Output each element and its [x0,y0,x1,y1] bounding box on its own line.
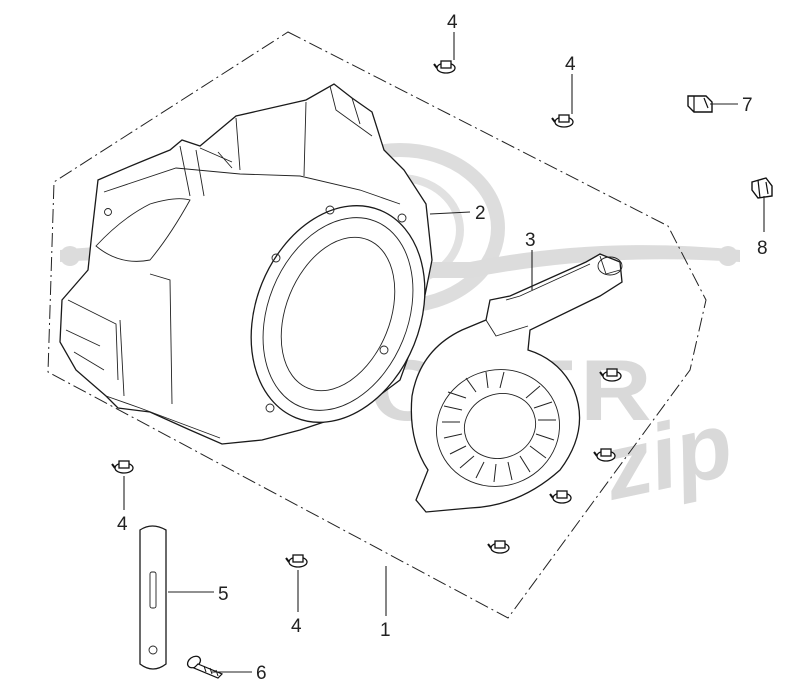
callouts: 4 4 7 8 2 3 4 1 4 5 6 [117,12,768,684]
flange-bolt-icon [111,460,134,474]
callout-2: 2 [475,203,486,224]
screw-part-6 [186,655,224,679]
callout-7: 7 [742,95,753,116]
spring-clip-icon [687,95,713,113]
starter-bolt-3 [549,490,572,504]
flange-bolt-icon [433,60,456,74]
plate-part-5 [139,525,167,670]
callout-8: 8 [757,238,768,259]
starter-vents [442,371,556,483]
callout-4-left: 4 [117,514,128,535]
bolt-top-1 [433,60,456,74]
flange-bolt-icon [487,540,510,554]
callout-3: 3 [525,230,536,251]
recoil-starter [410,253,623,513]
starter-bolt-4 [487,540,510,554]
assembly-outline [47,31,707,619]
clip-part-7 [687,95,713,113]
flange-bolt-icon [551,114,574,128]
spring-clip-icon [751,177,773,199]
fan-shroud [59,83,433,445]
flange-bolt-icon [549,490,572,504]
callout-5: 5 [218,584,229,605]
starter-bolt-1 [599,368,622,382]
callout-6: 6 [256,663,267,684]
leader-lines [123,32,765,673]
callout-4-bottom: 4 [291,616,302,637]
self-tapping-screw-icon [186,655,224,679]
starter-bolt-2 [593,448,616,462]
flange-bolt-icon [285,554,308,568]
bolt-bottom [285,554,308,568]
flange-bolt-icon [599,368,622,382]
callout-4-top-right: 4 [565,54,576,75]
bolt-top-2 [551,114,574,128]
clip-part-8 [751,177,773,199]
bolt-left [111,460,134,474]
callout-1: 1 [380,620,391,641]
callout-4-top-left: 4 [447,12,458,33]
flange-bolt-icon [593,448,616,462]
